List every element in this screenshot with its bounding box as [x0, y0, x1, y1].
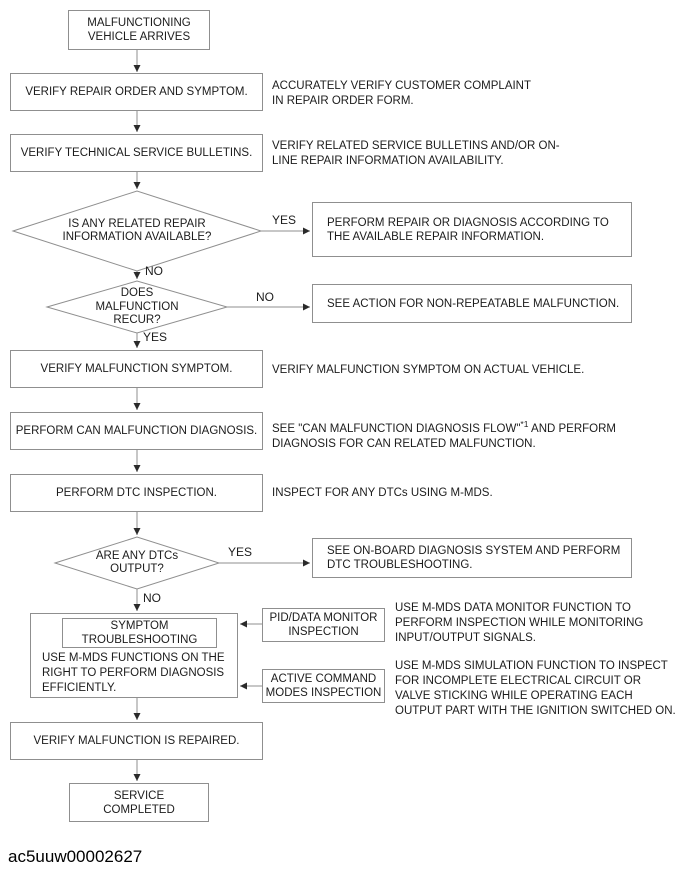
annotation-can-text-pre: SEE "CAN MALFUNCTION DIAGNOSIS FLOW" — [272, 422, 521, 435]
flow-node-start: MALFUNCTIONING VEHICLE ARRIVES — [68, 10, 210, 50]
annotation-verify-service-bulletins: VERIFY RELATED SERVICE BULLETINS AND/OR … — [272, 140, 560, 167]
annotation-dtc-inspection: INSPECT FOR ANY DTCs USING M-MDS. — [272, 487, 493, 499]
decision-dtcs-output-label: ARE ANY DTCs OUTPUT? — [95, 549, 179, 576]
flow-node-dtc-inspection: PERFORM DTC INSPECTION. — [10, 474, 263, 512]
annotation-can-footnote-ref: *1 — [520, 419, 529, 429]
flow-node-verify-repair-order: VERIFY REPAIR ORDER AND SYMPTOM. — [10, 73, 263, 111]
symptom-troubleshooting-title-box: SYMPTOM TROUBLESHOOTING — [62, 618, 217, 648]
branch-label-yes-dtcs-output: YES — [228, 545, 253, 559]
annotation-active-command-modes: USE M-MDS SIMULATION FUNCTION TO INSPECT… — [395, 660, 676, 717]
flow-node-pid-data-monitor: PID/DATA MONITOR INSPECTION — [262, 608, 385, 642]
flow-node-verify-service-bulletins: VERIFY TECHNICAL SERVICE BULLETINS. — [10, 134, 263, 172]
annotation-can-text-post: AND PERFORM DIAGNOSIS FOR CAN RELATED MA… — [272, 422, 617, 450]
decision-malfunction-recur-label: DOES MALFUNCTION RECUR? — [95, 287, 179, 327]
branch-label-no-malfunction-recur: NO — [256, 290, 274, 304]
annotation-pid-data-monitor: USE M-MDS DATA MONITOR FUNCTION TO PERFO… — [395, 602, 644, 644]
flow-node-verify-malfunction-symptom: VERIFY MALFUNCTION SYMPTOM. — [10, 350, 263, 388]
decision-repair-info-shape — [11, 190, 263, 272]
flow-node-active-command-modes: ACTIVE COMMAND MODES INSPECTION — [262, 669, 385, 703]
branch-label-no-repair-info: NO — [145, 264, 163, 278]
figure-code: ac5uuw00002627 — [8, 847, 143, 866]
decision-dtcs-output-shape — [53, 536, 221, 590]
flow-node-perform-repair: PERFORM REPAIR OR DIAGNOSIS ACCORDING TO… — [312, 202, 632, 257]
flow-node-service-completed: SERVICE COMPLETED — [69, 783, 209, 822]
annotation-can-malfunction-diagnosis: SEE "CAN MALFUNCTION DIAGNOSIS FLOW"*1 A… — [272, 417, 622, 452]
decision-repair-info-label: IS ANY RELATED REPAIR INFORMATION AVAILA… — [62, 217, 212, 244]
flow-node-non-repeatable-action: SEE ACTION FOR NON-REPEATABLE MALFUNCTIO… — [312, 284, 632, 323]
branch-label-yes-malfunction-recur: YES — [143, 330, 168, 344]
annotation-verify-malfunction-symptom: VERIFY MALFUNCTION SYMPTOM ON ACTUAL VEH… — [272, 364, 585, 376]
symptom-troubleshooting-body-text: USE M-MDS FUNCTIONS ON THE RIGHT TO PERF… — [42, 652, 225, 694]
flow-node-obd-troubleshooting: SEE ON-BOARD DIAGNOSIS SYSTEM AND PERFOR… — [312, 538, 632, 578]
flow-node-can-malfunction-diagnosis: PERFORM CAN MALFUNCTION DIAGNOSIS. — [10, 412, 263, 450]
branch-label-no-dtcs-output: NO — [143, 591, 161, 605]
flow-node-verify-malfunction-repaired: VERIFY MALFUNCTION IS REPAIRED. — [10, 722, 263, 760]
branch-label-yes-repair-info: YES — [272, 213, 297, 227]
decision-malfunction-recur-shape — [45, 280, 229, 334]
annotation-verify-repair-order: ACCURATELY VERIFY CUSTOMER COMPLAINT IN … — [272, 80, 532, 107]
